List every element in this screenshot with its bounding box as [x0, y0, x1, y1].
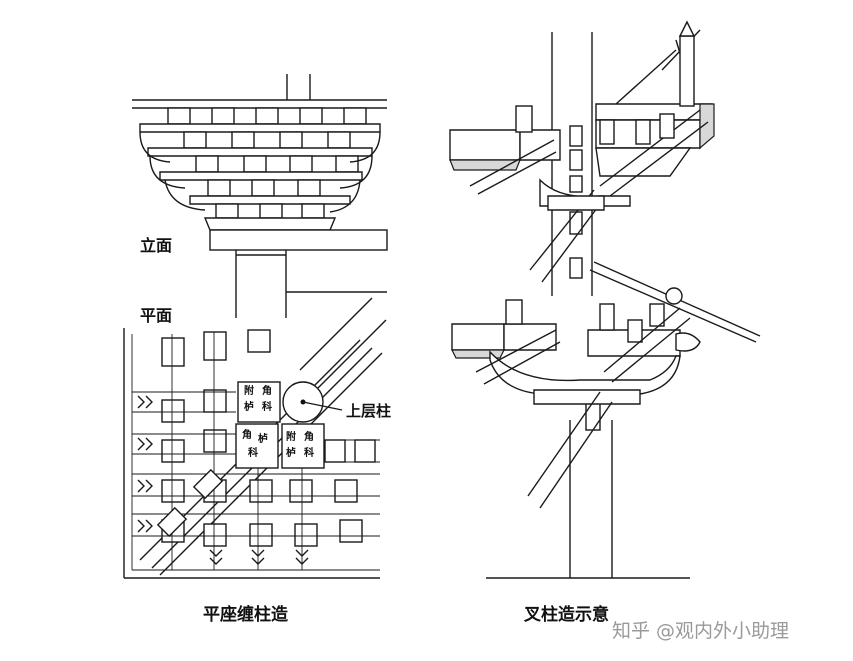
- right-caption: 叉柱造示意: [524, 605, 609, 625]
- block-label-lu: 栌: [258, 434, 268, 445]
- block-label-jiao: 角: [304, 432, 314, 443]
- upper-column-label: 上层柱: [346, 402, 392, 420]
- block-label-dou: 科: [304, 448, 314, 459]
- block-label-jiao: 角: [262, 386, 272, 397]
- chazhuzao-drawing: [449, 20, 761, 579]
- block-fu-jiao-lu-dou-1: [237, 381, 281, 423]
- block-label-fu: 附: [244, 386, 254, 397]
- block-label-dou: 科: [262, 402, 272, 413]
- block-jiao-lu-dou: [235, 423, 279, 469]
- plan-label: 平面: [140, 306, 173, 325]
- left-caption: 平座缠柱造: [203, 605, 288, 625]
- block-label-lu: 栌: [244, 402, 254, 413]
- watermark: 知乎 @观内外小助理: [612, 620, 790, 642]
- plan-drawing: [123, 297, 387, 579]
- elevation-drawing: [132, 74, 388, 318]
- block-label-dou: 科: [248, 448, 258, 459]
- block-fu-jiao-lu-dou-2: [281, 423, 325, 469]
- elevation-label: 立面: [140, 236, 173, 255]
- block-label-lu: 栌: [286, 448, 296, 459]
- block-label-fu: 附: [286, 432, 296, 443]
- block-label-jiao: 角: [242, 430, 252, 441]
